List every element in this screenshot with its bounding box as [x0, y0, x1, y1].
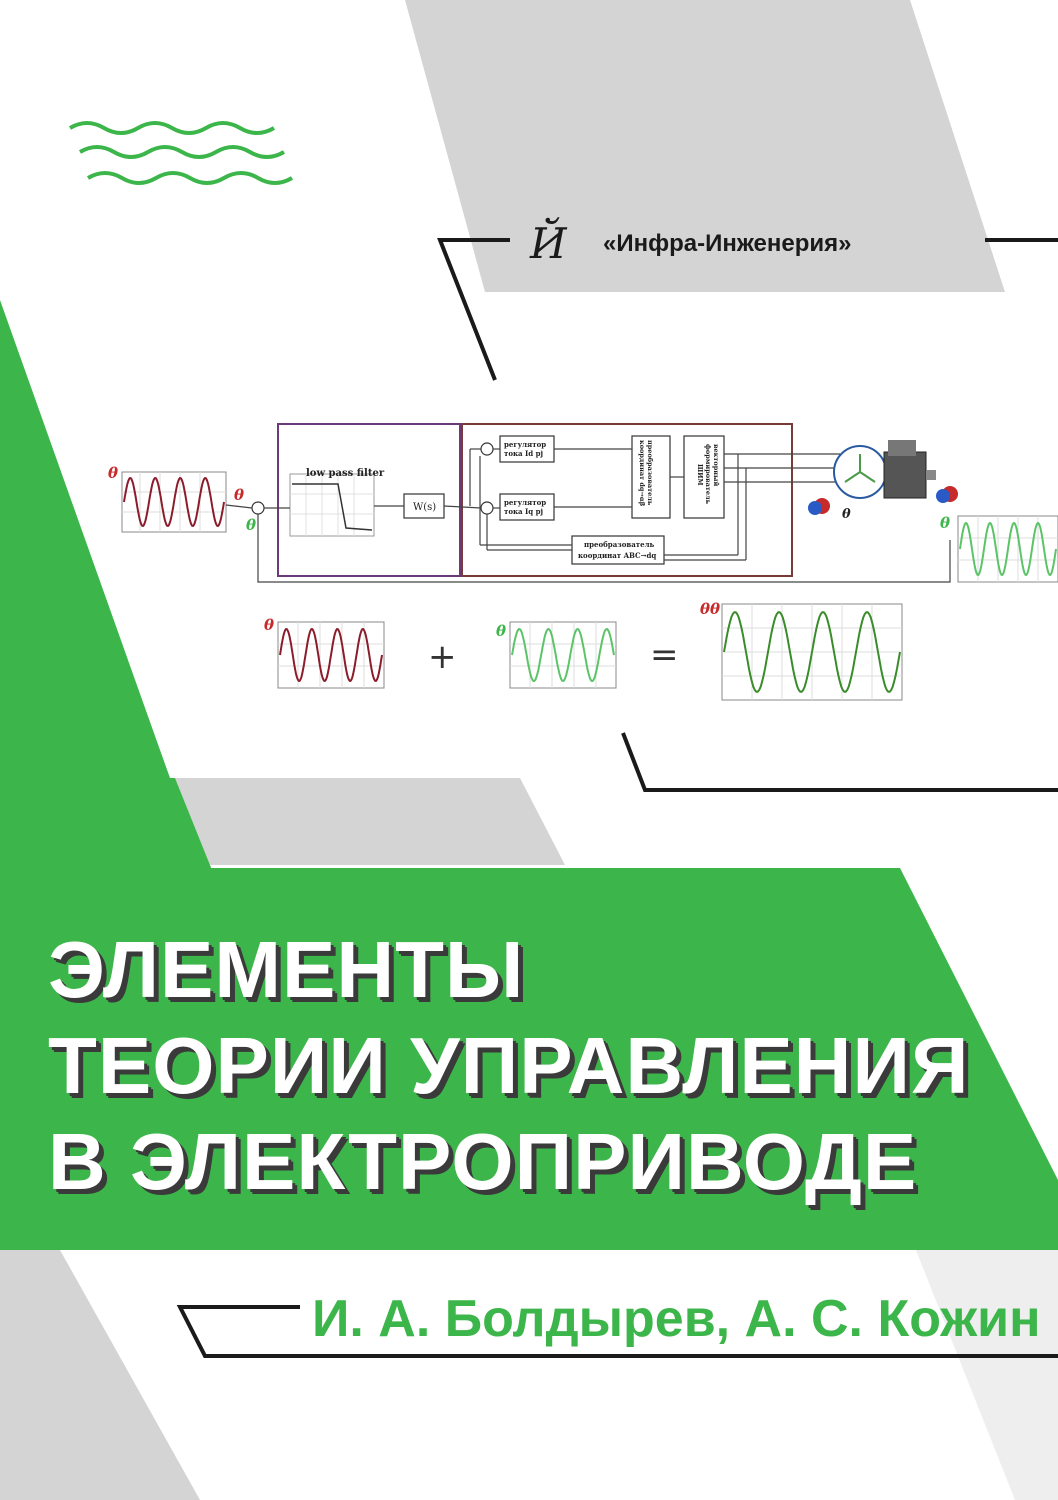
coord-transformer-2-line1: преобразователь [584, 540, 655, 549]
gray-band-top [405, 0, 1005, 292]
theta-theta-label: θθ [700, 600, 720, 618]
equation-plot-red [277, 621, 385, 689]
filter-plot [289, 473, 375, 537]
theta-label-input: θ [108, 464, 118, 482]
theta-label-output: θ [940, 514, 950, 532]
gray-band-bottom [0, 1250, 200, 1500]
theta-label-sum: θ [234, 486, 244, 504]
green-title-band [0, 868, 1058, 1250]
gray-band-middle [175, 778, 565, 865]
title-line-1: ЭЛЕМЕНТЫ [48, 925, 525, 1014]
coord-transformer-1-line2: координат dq→αβ [638, 440, 646, 506]
transfer-function-label: W(s) [413, 502, 436, 513]
current-reg-q-line2: тока Iq рj [504, 507, 543, 516]
current-reg-q-line1: регулятор [504, 498, 546, 507]
pwm-line1: векторный [712, 444, 720, 487]
theta-label-eq2: θ [496, 622, 506, 640]
current-reg-d-line2: тока Id рj [504, 449, 543, 458]
green-band-left [0, 300, 170, 778]
equation-plot-result [721, 603, 903, 701]
equals-sign: = [650, 635, 679, 675]
publisher-logo-icon: Й [529, 216, 568, 268]
wave-decoration [68, 121, 294, 185]
book-title: ЭЛЕМЕНТЫ ТЕОРИИ УПРАВЛЕНИЯ В ЭЛЕКТРОПРИВ… [48, 922, 1008, 1210]
line-accents [176, 238, 1058, 1358]
equation-plot-green [509, 621, 617, 689]
plus-sign: + [428, 637, 457, 677]
theta-label-motor: θ [842, 507, 851, 522]
theta-label-feedback: θ [246, 516, 256, 534]
publisher-logo-letter: Й [529, 216, 568, 268]
motor-illustration [808, 440, 958, 515]
coord-transformer-2-line2: координат ABC→dq [578, 551, 656, 560]
title-line-2: ТЕОРИИ УПРАВЛЕНИЯ [48, 1021, 970, 1110]
coord-transformer-1-line1: преобразователь [646, 440, 654, 506]
diagram-wires [225, 448, 951, 583]
pwm-line3: ШИМ [696, 464, 704, 486]
current-reg-d-line1: регулятор [504, 440, 546, 449]
title-line-3: В ЭЛЕКТРОПРИВОДЕ [48, 1117, 918, 1206]
pwm-line2: формирователь [704, 444, 712, 505]
output-signal-plot [957, 515, 1058, 583]
publisher-logo: Й [522, 216, 588, 268]
theta-label-eq1: θ [264, 616, 274, 634]
low-pass-filter-label: low pass filter [306, 468, 385, 479]
input-signal-plot [121, 471, 227, 533]
publisher-name: «Инфра-Инженерия» [603, 230, 852, 257]
authors: И. А. Болдырев, А. С. Кожин [312, 1290, 1041, 1348]
